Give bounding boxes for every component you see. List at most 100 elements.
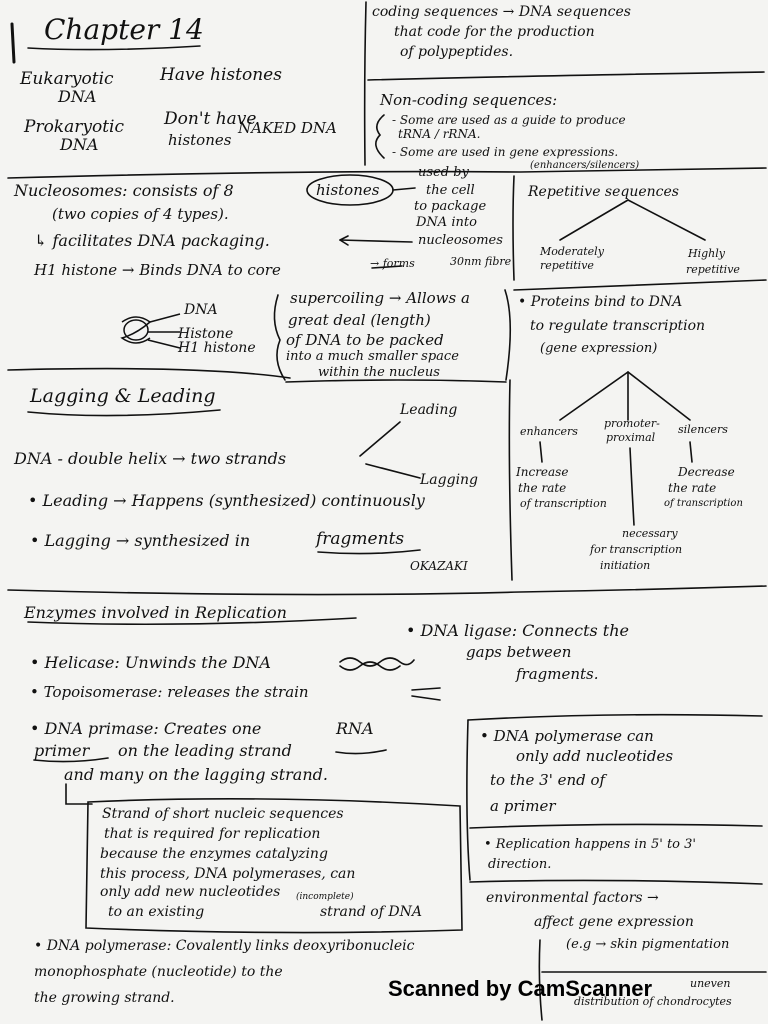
decrease-line-1: Decrease — [678, 465, 735, 479]
prokaryotic-dna-label: DNA — [60, 135, 99, 154]
primer-word: primer — [34, 741, 90, 760]
coding-line-3: of polypeptides. — [400, 44, 514, 60]
strand-box-line-4: this process, DNA polymerases, can — [100, 866, 356, 882]
replication-line-2: direction. — [488, 857, 552, 872]
strand-box-line-2: that is required for replication — [104, 826, 321, 842]
enhancers-label: enhancers — [520, 425, 578, 438]
strand-box-line-6b: strand of DNA — [320, 904, 422, 920]
diagram-histone-label: Histone — [178, 326, 234, 342]
strand-box-line-6a: to an existing — [108, 904, 205, 920]
chapter-title: Chapter 14 — [44, 13, 204, 46]
necessary-line-3: initiation — [600, 559, 651, 572]
strand-box-line-5: only add new nucleotides — [100, 884, 281, 900]
okazaki-label: OKAZAKI — [410, 559, 468, 573]
moderately-label: Moderately — [540, 245, 604, 258]
supercoiling-line-3: of DNA to be packed — [286, 331, 444, 349]
diagram-dna-label: DNA — [184, 302, 218, 318]
necessary-line-1: necessary — [622, 527, 678, 540]
strand-box-line-3: because the enzymes catalyzing — [100, 846, 328, 862]
coding-line-1: coding sequences → DNA sequences — [372, 4, 631, 20]
supercoiling-line-2: great deal (length) — [288, 311, 431, 329]
environmental-line-1: environmental factors → — [486, 890, 659, 906]
rna-word: RNA — [336, 719, 374, 738]
promoter-label-2: proximal — [606, 431, 656, 444]
polymerase-bottom-line-1: • DNA polymerase: Covalently links deoxy… — [34, 938, 415, 954]
fragments-word: fragments — [316, 529, 405, 549]
noncoding-bullet-1a: - Some are used as a guide to produce — [392, 113, 626, 127]
supercoiling-line-4: into a much smaller space — [286, 349, 459, 364]
highly-label: Highly — [688, 247, 725, 260]
polymerase-box-line-3: to the 3' end of — [490, 771, 606, 789]
topoisomerase-line: • Topoisomerase: releases the strain — [30, 683, 309, 701]
promoter-label-1: promoter- — [604, 417, 660, 430]
nucleosomes-line-1: Nucleosomes: consists of 8 — [14, 181, 234, 200]
environmental-line-2: affect gene expression — [534, 914, 694, 930]
moderately-repetitive-label: repetitive — [540, 259, 594, 272]
primase-line-1: • DNA primase: Creates one — [30, 719, 262, 738]
leading-continuous-line: • Leading → Happens (synthesized) contin… — [28, 491, 425, 510]
prokaryotic-histones-word: histones — [168, 131, 232, 149]
decrease-line-3: of transcription — [664, 498, 743, 509]
diagram-h1-label: H1 histone — [178, 340, 256, 356]
forms-arrow-label: → forms — [370, 257, 415, 270]
supercoiling-line-1: supercoiling → Allows a — [290, 289, 470, 307]
strand-box-incomplete-note: (incomplete) — [296, 892, 354, 902]
enzymes-title: Enzymes involved in Replication — [24, 603, 287, 622]
lagging-branch-label: Lagging — [420, 472, 479, 488]
environmental-line-4: distribution of chondrocytes — [574, 995, 732, 1008]
supercoiling-line-5: within the nucleus — [318, 365, 440, 380]
proteins-line-3: (gene expression) — [540, 341, 658, 356]
polymerase-box-line-2: only add nucleotides — [516, 747, 674, 765]
increase-line-3: of transcription — [520, 497, 607, 510]
lagging-fragments-line: • Lagging → synthesized in — [30, 531, 251, 550]
repetitive-heading: Repetitive sequences — [528, 184, 679, 200]
noncoding-bullet-2b: (enhancers/silencers) — [530, 160, 640, 171]
primase-line-2: on the leading strand — [118, 741, 292, 760]
coding-line-2: that code for the production — [394, 24, 595, 40]
nucleosomes-line-2: (two copies of 4 types). — [52, 205, 229, 223]
nucleosomes-line-3: ↳ facilitates DNA packaging. — [34, 231, 270, 250]
proteins-line-1: • Proteins bind to DNA — [518, 294, 683, 310]
environmental-line-3: (e.g → skin pigmentation — [566, 937, 730, 952]
strand-box-line-1: Strand of short nucleic sequences — [102, 806, 344, 822]
package-note-1: used by — [418, 165, 469, 180]
eukaryotic-label: Eukaryotic — [20, 69, 114, 89]
ligase-line-3: fragments. — [516, 665, 599, 683]
fibre-label: 30nm fibre — [450, 255, 512, 268]
primase-line-3: and many on the lagging strand. — [64, 765, 328, 784]
eukaryotic-dna-label: DNA — [58, 87, 97, 106]
increase-line-2: the rate — [518, 481, 567, 495]
silencers-label: silencers — [678, 423, 728, 436]
h1-histone-line: H1 histone → Binds DNA to core — [34, 261, 281, 279]
helicase-line: • Helicase: Unwinds the DNA — [30, 653, 271, 672]
polymerase-bottom-line-3: the growing strand. — [34, 990, 175, 1006]
lagging-leading-title: Lagging & Leading — [30, 385, 216, 407]
replication-line-1: • Replication happens in 5' to 3' — [484, 837, 696, 852]
package-note-4: DNA into — [416, 215, 477, 230]
polymerase-bottom-line-2: monophosphate (nucleotide) to the — [34, 964, 283, 980]
increase-line-1: Increase — [516, 465, 569, 479]
necessary-line-2: for transcription — [590, 543, 683, 556]
polymerase-box-line-1: • DNA polymerase can — [480, 727, 654, 745]
scanner-watermark: Scanned by CamScanner — [388, 976, 653, 1001]
package-note-2: the cell — [426, 183, 475, 198]
eukaryotic-histones: Have histones — [160, 65, 282, 85]
prokaryotic-no-histones: Don't have — [164, 109, 257, 129]
nucleosome-sketch-icon — [120, 313, 181, 349]
noncoding-heading: Non-coding sequences: — [380, 91, 558, 109]
ligase-line-1: • DNA ligase: Connects the — [406, 621, 630, 640]
histones-circled: histones — [316, 181, 380, 199]
package-note-3: to package — [414, 199, 487, 214]
highly-repetitive-label: repetitive — [686, 263, 740, 276]
prokaryotic-label: Prokaryotic — [24, 117, 124, 137]
leading-branch-label: Leading — [400, 402, 458, 418]
decrease-line-2: the rate — [668, 481, 717, 495]
dna-double-helix-line: DNA - double helix → two strands — [14, 449, 287, 468]
noncoding-bullet-2a: - Some are used in gene expressions. — [392, 145, 619, 159]
package-note-5: nucleosomes — [418, 233, 503, 248]
ligase-line-2: gaps between — [466, 643, 572, 661]
noncoding-bullet-1b: tRNA / rRNA. — [398, 127, 481, 141]
polymerase-box-line-4: a primer — [490, 797, 556, 815]
naked-dna-label: NAKED DNA — [238, 119, 337, 137]
proteins-line-2: to regulate transcription — [530, 318, 706, 334]
